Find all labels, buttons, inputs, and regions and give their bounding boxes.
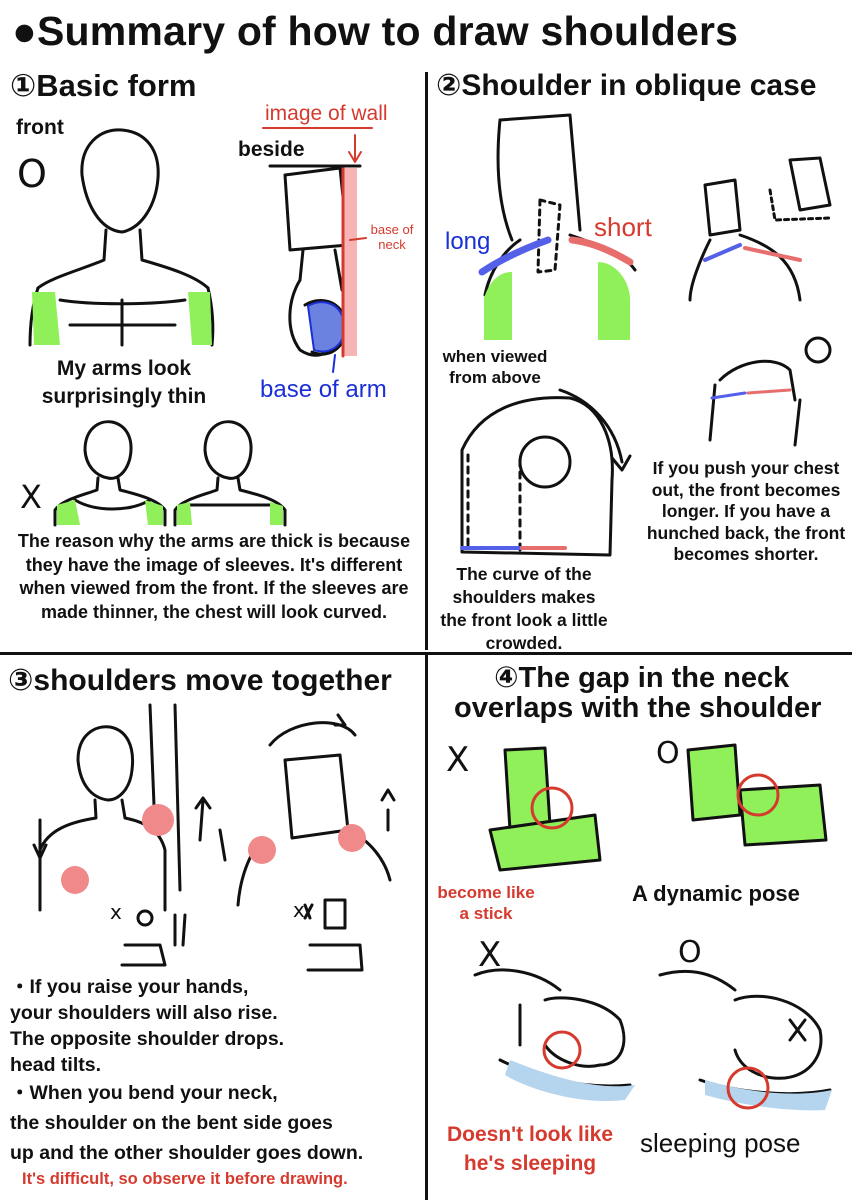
note-line-3: The opposite shoulder drops.	[10, 1028, 285, 1050]
long-label: long	[445, 228, 491, 255]
sleeping-pose-label: sleeping pose	[640, 1128, 801, 1158]
small-torsos-sketch	[53, 420, 287, 527]
front-torso-sketch	[28, 128, 215, 347]
sleeping-correct-sketch	[658, 969, 832, 1096]
note-line-7: up and the other shoulder goes down.	[10, 1142, 364, 1164]
correct-mark-1: O	[17, 152, 47, 196]
curve-note: The curve of the shoulders makes the fro…	[440, 564, 608, 653]
wrong-mark-1: X	[20, 478, 42, 516]
observe-warning: It's difficult, so observe it before dra…	[22, 1170, 348, 1188]
sleeve-reason: The reason why the arms are thick is bec…	[17, 531, 411, 622]
neck-gap-wrong-sketch	[488, 746, 602, 872]
small-x-mark-2: x	[293, 898, 305, 922]
beside-label: beside	[238, 138, 305, 161]
vertical-divider-bottom	[425, 655, 428, 1200]
neck-gap-correct-sketch	[686, 743, 828, 847]
vertical-divider-top	[425, 72, 428, 650]
note-line-4: head tilts.	[10, 1054, 102, 1076]
section-4-heading-line-1: ④The gap in the neck	[494, 662, 790, 694]
section-1-heading: ①Basic form	[10, 68, 197, 103]
above-label: when viewed from above	[442, 347, 548, 387]
section-2-heading: ②Shoulder in oblique case	[436, 69, 817, 102]
page-title: ●Summary of how to draw shoulders	[12, 8, 739, 54]
wrong-mark-3: X	[478, 935, 502, 975]
section-3-heading: ③shoulders move together	[8, 664, 392, 697]
sleeping-wrong-sketch	[473, 968, 632, 1088]
horizontal-divider	[0, 652, 852, 655]
note-line-2: your shoulders will also rise.	[10, 1002, 278, 1024]
push-note: If you push your chest out, the front be…	[646, 458, 846, 564]
wrong-mark-2: X	[446, 740, 470, 780]
correct-mark-2: O	[656, 736, 680, 771]
base-arm-label: base of arm	[260, 376, 387, 403]
correct-mark-3: O	[678, 935, 702, 970]
front-label: front	[16, 116, 64, 139]
oblique-small-sketch	[688, 156, 832, 447]
thin-arms-note: My arms look surprisingly thin	[41, 357, 207, 408]
small-x-mark-1: x	[110, 900, 122, 924]
base-neck-label: base of neck	[370, 222, 414, 252]
stick-label: become like a stick	[437, 883, 535, 923]
dynamic-pose-label: A dynamic pose	[632, 881, 800, 906]
section-4-heading-line-2: overlaps with the shoulder	[454, 692, 822, 724]
bend-neck-sketch	[218, 713, 396, 972]
wall-label: image of wall	[265, 102, 388, 125]
note-line-1: ・If you raise your hands,	[10, 976, 249, 998]
not-sleeping-label: Doesn't look like he's sleeping	[446, 1123, 614, 1175]
raise-hands-sketch	[32, 703, 212, 967]
short-label: short	[594, 212, 652, 242]
note-line-6: the shoulder on the bent side goes	[10, 1112, 333, 1134]
note-line-5: ・When you bend your neck,	[10, 1082, 278, 1104]
above-view-sketch	[460, 388, 632, 557]
